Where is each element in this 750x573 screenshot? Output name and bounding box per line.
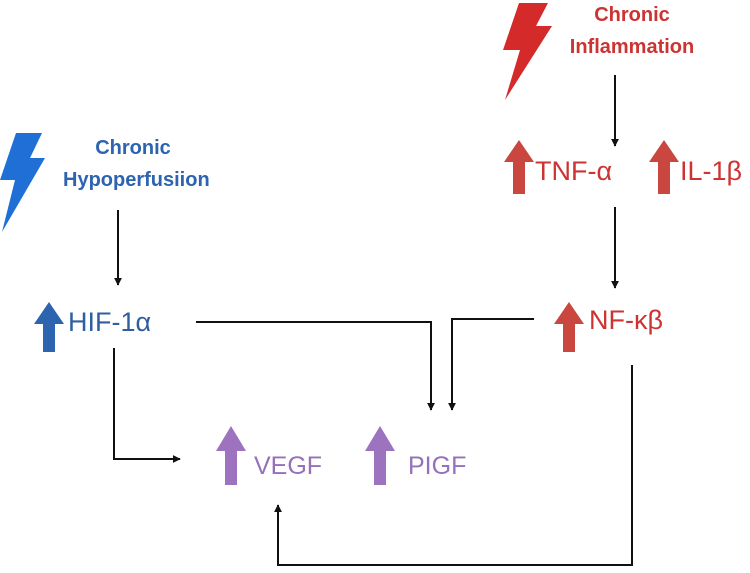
nf-kappa-beta-label: NF-κβ [589,305,664,335]
inflammation-label-line2: Inflammation [569,36,695,58]
tnf-up-arrow-icon [504,140,534,194]
vegf-label: VEGF [254,452,323,480]
il1b-up-arrow-icon [649,140,679,194]
vegf-up-arrow-icon [216,426,246,485]
nfkb-to-vegf-arrow [274,365,633,566]
inflammation-label: Chronic Inflammation [566,5,698,57]
hif-up-arrow-icon [34,302,64,352]
tnf-alpha-label: TNF-α [535,156,613,186]
hypoperfusion-label-line2: Hypoperfusiion [63,169,210,191]
hif-to-pigf-arrow [196,321,435,411]
il1-beta-label: IL-1β [680,156,743,186]
hif-to-vegf-arrow [113,348,181,463]
nfkb-up-arrow-icon [554,302,584,352]
hif-1-alpha-label: HIF-1α [68,307,152,337]
inflammation-label-line1: Chronic [594,4,670,26]
pigf-label: PIGF [408,452,467,480]
hypoperfusion-label: Chronic Hypoperfusiion [63,137,210,191]
hypoperfusion-lightning-icon [0,133,45,232]
hypoperfusion-label-line1: Chronic [95,137,171,159]
inflammation-lightning-icon [503,3,552,100]
pigf-up-arrow-icon [365,426,395,485]
nfkb-to-pigf-arrow [448,318,534,411]
